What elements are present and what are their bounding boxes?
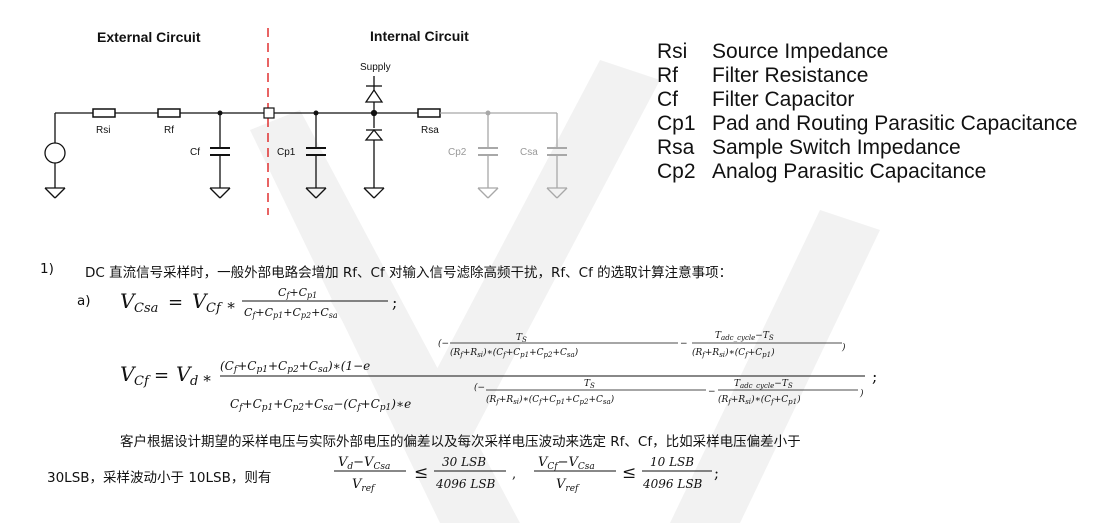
paragraph-line-1: 客户根据设计期望的采样电压与实际外部电压的偏差以及每次采样电压波动来选定 Rf、… <box>120 434 801 450</box>
svg-text:Csa: Csa <box>134 301 158 316</box>
sub-label: a) <box>77 293 91 309</box>
svg-text:(Rf+Rsi)∗(Cf+Cp1): (Rf+Rsi)∗(Cf+Cp1) <box>692 347 775 359</box>
svg-text:(−: (− <box>438 338 449 349</box>
legend-row: Rsa Sample Switch Impedance <box>657 136 1077 160</box>
svg-text:,: , <box>512 467 516 482</box>
svg-text:): ) <box>841 342 846 353</box>
svg-text:): ) <box>859 388 864 399</box>
svg-text:30 LSB: 30 LSB <box>442 455 486 469</box>
svg-text:Cf+Cp1: Cf+Cp1 <box>278 286 317 300</box>
svg-text:4096 LSB: 4096 LSB <box>435 477 496 491</box>
svg-text:;: ; <box>872 367 877 386</box>
legend-row: Cf Filter Capacitor <box>657 88 1077 112</box>
svg-text:Cf: Cf <box>206 301 223 316</box>
paragraph-line-2-prefix: 30LSB，采样波动小于 10LSB，则有 <box>47 470 272 486</box>
ground-icon <box>44 187 66 199</box>
svg-text:=: = <box>154 365 169 386</box>
svg-text:Cf+Cp1+Cp2+Csa: Cf+Cp1+Cp2+Csa <box>244 306 338 320</box>
svg-text:Vref: Vref <box>556 477 580 494</box>
cf-label: Cf <box>190 147 200 158</box>
legend-desc: Sample Switch Impedance <box>712 136 961 159</box>
legend-row: Rsi Source Impedance <box>657 40 1077 64</box>
svg-text:V: V <box>120 362 137 386</box>
rf-resistor-icon <box>157 108 181 118</box>
legend-desc: Filter Resistance <box>712 64 869 87</box>
csa-label: Csa <box>520 147 538 158</box>
cf-capacitor-icon <box>210 147 230 156</box>
pad-icon <box>263 107 275 119</box>
item-text: DC 直流信号采样时，一般外部电路会增加 Rf、Cf 对输入信号滤除高频干扰，R… <box>85 265 733 281</box>
svg-text:Tadc_cycle−TS: Tadc_cycle−TS <box>715 331 774 342</box>
svg-text:TS: TS <box>516 333 527 344</box>
svg-text:≤: ≤ <box>414 463 428 483</box>
svg-text:(Rf+Rsi)∗(Cf+Cp1+Cp2+Csa): (Rf+Rsi)∗(Cf+Cp1+Cp2+Csa) <box>486 394 615 406</box>
external-circuit-label: External Circuit <box>97 29 201 45</box>
rsa-label: Rsa <box>421 125 439 136</box>
svg-text:∗: ∗ <box>202 369 212 387</box>
svg-text:(Cf+Cp1+Cp2+Csa)∗(1−e: (Cf+Cp1+Cp2+Csa)∗(1−e <box>220 359 370 375</box>
equation-vcsa: V Csa = V Cf ∗ Cf+Cp1 Cf+Cp1+Cp2+Csa ; <box>120 286 397 320</box>
internal-circuit-label: Internal Circuit <box>370 28 469 44</box>
svg-text:10 LSB: 10 LSB <box>650 455 694 469</box>
svg-text:V: V <box>176 362 193 386</box>
equation-vcf: V Cf = V d ∗ (Cf+Cp1+Cp2+Csa)∗(1−e (− TS… <box>120 331 877 413</box>
legend-desc: Source Impedance <box>712 40 889 63</box>
svg-text:;: ; <box>392 293 397 312</box>
legend-row: Cp2 Analog Parasitic Capacitance <box>657 160 1077 184</box>
cp1-capacitor-icon <box>306 147 326 156</box>
cp2-capacitor-icon <box>478 147 498 156</box>
svg-text:Vref: Vref <box>352 477 376 494</box>
svg-text:TS: TS <box>584 379 595 390</box>
legend-desc: Pad and Routing Parasitic Capacitance <box>712 112 1078 135</box>
item-number: 1) <box>40 261 54 277</box>
svg-text:(Rf+Rsi)∗(Cf+Cp1): (Rf+Rsi)∗(Cf+Cp1) <box>718 394 801 406</box>
svg-text:Cf+Cp1+Cp2+Csa−(Cf+Cp1)∗e: Cf+Cp1+Cp2+Csa−(Cf+Cp1)∗e <box>230 397 411 413</box>
svg-text:Tadc_cycle−TS: Tadc_cycle−TS <box>734 379 793 390</box>
vd-source-icon <box>44 142 66 164</box>
legend-abbr: Rsi <box>657 40 688 63</box>
svg-text:Cf: Cf <box>134 374 151 389</box>
legend-abbr: Cf <box>657 88 678 111</box>
legend-desc: Analog Parasitic Capacitance <box>712 160 987 183</box>
svg-text:−: − <box>680 339 688 349</box>
svg-text:≤: ≤ <box>622 463 636 483</box>
rf-label: Rf <box>164 125 174 136</box>
csa-capacitor-icon <box>547 147 567 156</box>
rsi-resistor-icon <box>92 108 116 118</box>
legend-abbr: Cp1 <box>657 112 696 135</box>
cp1-label: Cp1 <box>277 147 296 158</box>
svg-text:V: V <box>120 289 137 313</box>
svg-text:−: − <box>708 387 716 397</box>
svg-text:(−: (− <box>474 382 485 393</box>
supply-label: Supply <box>360 62 391 73</box>
legend-desc: Filter Capacitor <box>712 88 855 111</box>
svg-text:;: ; <box>714 464 719 482</box>
svg-text:d: d <box>190 374 198 389</box>
svg-text:(Rf+Rsi)∗(Cf+Cp1+Cp2+Csa): (Rf+Rsi)∗(Cf+Cp1+Cp2+Csa) <box>450 347 579 359</box>
rsa-resistor-icon <box>417 108 441 118</box>
legend-abbr: Cp2 <box>657 160 696 183</box>
inequalities: Vd−VCsa Vref ≤ 30 LSB 4096 LSB , VCf−VCs… <box>334 455 719 494</box>
legend-row: Cp1 Pad and Routing Parasitic Capacitance <box>657 112 1077 136</box>
cp2-label: Cp2 <box>448 147 467 158</box>
svg-text:VCf−VCsa: VCf−VCsa <box>538 455 595 472</box>
legend-abbr: Rsa <box>657 136 695 159</box>
svg-text:4096 LSB: 4096 LSB <box>642 477 703 491</box>
legend-row: Rf Filter Resistance <box>657 64 1077 88</box>
legend-abbr: Rf <box>657 64 678 87</box>
rsi-label: Rsi <box>96 125 110 136</box>
svg-text:=: = <box>168 292 183 313</box>
circuit-diagram: External Circuit Internal Circuit Vd Rsi… <box>40 28 568 215</box>
esd-diodes-icon <box>364 76 384 188</box>
svg-text:V: V <box>192 289 209 313</box>
svg-text:∗: ∗ <box>226 296 236 314</box>
svg-text:Vd−VCsa: Vd−VCsa <box>338 455 390 472</box>
